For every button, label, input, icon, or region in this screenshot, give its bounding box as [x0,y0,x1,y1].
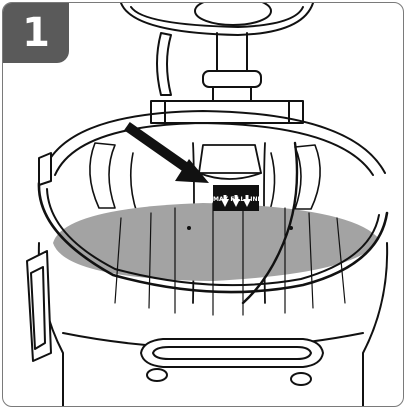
max-fill-label [213,185,259,211]
max-fill-line-text: MAX FILL LINE [213,196,262,203]
step-number: 1 [22,10,50,56]
cable [241,141,299,305]
bowl-fins [89,142,321,214]
bowl-rim-back [42,110,386,174]
appliance-illustration [26,3,389,406]
step-badge: 1 [3,3,69,63]
bowl-rim-front [37,181,389,294]
arrow-icon [124,122,209,183]
down-arrow-icon [221,195,251,207]
motor-head [120,3,314,36]
illustration-frame: MAX FILL LINE 1 [2,2,404,407]
left-latch [26,152,52,362]
bowl-ribs [114,202,346,316]
front-handle [140,338,324,386]
support-arm [156,32,172,96]
water-surface [53,203,379,281]
